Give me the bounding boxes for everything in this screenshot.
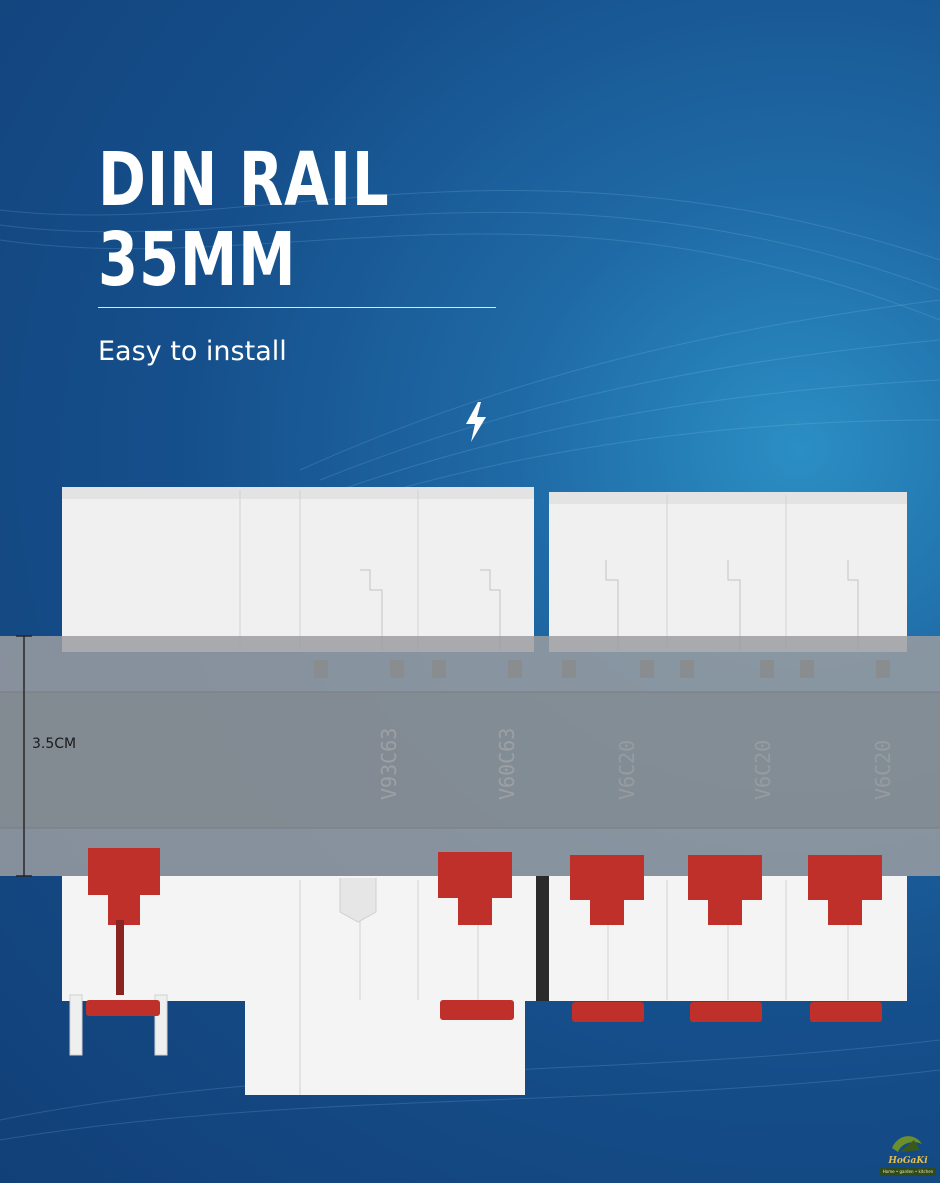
din-rail-breaker-assembly: V93C63 V60C63 V6C20 V6C20 V6C20 [0, 487, 940, 1095]
lightning-bolt-icon [466, 402, 486, 442]
breaker-top-row [62, 487, 907, 652]
measurement-bracket [16, 635, 32, 877]
divider-line [98, 307, 496, 308]
brand-tagline: Home • garden • kitchen [880, 1168, 936, 1176]
subtitle: Easy to install [98, 336, 287, 367]
breaker-marking: V6C20 [615, 740, 639, 800]
breaker-marking: V93C63 [377, 728, 401, 800]
headline: DIN RAIL 35MM [98, 140, 389, 300]
headline-line-1: DIN RAIL [98, 137, 390, 223]
breaker-toggles [86, 848, 882, 1022]
din-rail [0, 636, 940, 876]
breaker-marking: V60C63 [495, 728, 519, 800]
brand-logo-icon [892, 1136, 922, 1152]
brand-name: HoGaKi [888, 1156, 928, 1166]
breaker-marking: V6C20 [871, 740, 895, 800]
measurement-label: 3.5CM [32, 736, 77, 752]
breaker-marking: V6C20 [751, 740, 775, 800]
headline-line-2: 35MM [98, 217, 297, 303]
